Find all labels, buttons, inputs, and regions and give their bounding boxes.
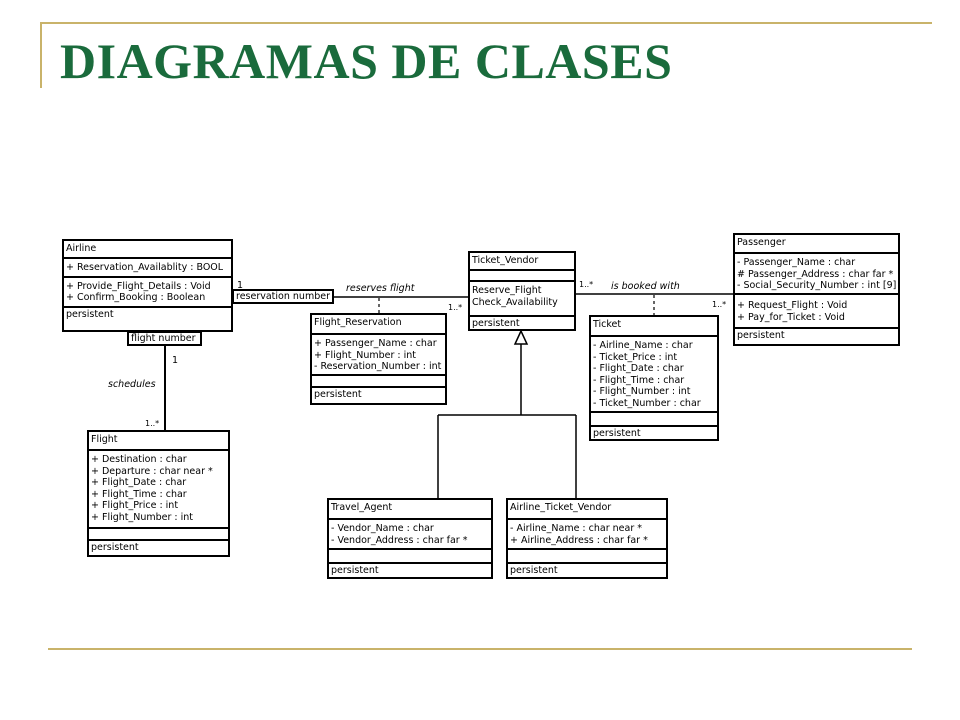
attribute: # Passenger_Address : char far * [737,268,894,280]
stereotype: persistent [472,318,520,329]
operation: Check_Availability [472,296,558,308]
operation: + Request_Flight : Void [737,300,848,311]
operations-compartment [508,550,666,564]
operation: + Confirm_Booking : Boolean [66,292,206,303]
attribute: - Vendor_Name : char [331,523,434,534]
attributes-compartment: - Vendor_Name : char - Vendor_Address : … [329,520,491,550]
attribute: - Passenger_Name : char [737,257,856,268]
class-name: Ticket_Vendor [470,253,574,271]
class-name: Flight [89,432,228,451]
top-rule [40,22,932,24]
operations-compartment [89,529,228,541]
multiplicity-airline-reserves: 1 [237,280,244,291]
association-label-schedules: schedules [108,379,156,390]
attributes-compartment: - Passenger_Name : char # Passenger_Addr… [735,254,898,295]
attributes-compartment: + Reservation_Availablity : BOOL [64,259,231,278]
attribute: + Flight_Number : int [314,349,417,361]
attribute: + Destination : char [91,454,187,465]
attribute: - Ticket_Price : int [593,351,678,363]
attributes-compartment [470,271,574,282]
multiplicity-vendor-booked: 1..* [579,280,594,289]
class-name: Airline_Ticket_Vendor [508,500,666,520]
class-flight[interactable]: Flight + Destination : char + Departure … [87,430,230,557]
class-passenger[interactable]: Passenger - Passenger_Name : char # Pass… [733,233,900,346]
operations-compartment: + Provide_Flight_Details : Void + Confir… [64,278,231,308]
stereotype: persistent [66,308,114,320]
attribute: + Passenger_Name : char [314,338,437,349]
multiplicity-airline-schedules: 1 [172,355,179,366]
multiplicity-flight-schedules: 1..* [145,419,160,428]
attribute: + Flight_Time : char [91,488,187,500]
attributes-compartment: + Destination : char + Departure : char … [89,451,228,529]
operation: + Pay_for_Ticket : Void [737,311,845,323]
class-airline[interactable]: Airline + Reservation_Availablity : BOOL… [62,239,233,332]
association-label-is-booked-with: is booked with [611,281,680,292]
qualifier-reservation-number: reservation number [232,289,334,304]
attribute: + Flight_Number : int [91,511,194,523]
attribute: - Flight_Date : char [593,363,684,374]
stereotype: persistent [510,565,558,576]
attributes-compartment: - Airline_Name : char near * + Airline_A… [508,520,666,550]
attribute: - Ticket_Number : char [593,397,701,409]
class-name: Flight_Reservation [312,315,445,335]
attribute: - Flight_Time : char [593,374,685,386]
class-flight-reservation[interactable]: Flight_Reservation + Passenger_Name : ch… [310,313,447,405]
attribute: + Flight_Date : char [91,477,187,488]
stereotype: persistent [331,565,379,576]
operations-compartment: Reserve_Flight Check_Availability [470,282,574,317]
multiplicity-vendor-reserves: 1..* [448,303,463,312]
class-ticket-vendor[interactable]: Ticket_Vendor Reserve_Flight Check_Avail… [468,251,576,331]
stereotype: persistent [314,389,362,400]
class-airline-ticket-vendor[interactable]: Airline_Ticket_Vendor - Airline_Name : c… [506,498,668,579]
attribute: + Departure : char near * [91,465,213,477]
attribute: - Airline_Name : char [593,340,693,351]
stereotype: persistent [737,330,785,341]
operations-compartment: + Request_Flight : Void + Pay_for_Ticket… [735,295,898,329]
stereotype: persistent [593,428,641,439]
attribute: + Reservation_Availablity : BOOL [66,261,224,273]
attribute: - Reservation_Number : int [314,361,442,372]
operations-compartment [329,550,491,564]
slide-title: DIAGRAMAS DE CLASES [60,33,673,89]
class-name: Ticket [591,317,717,337]
attribute: + Flight_Price : int [91,500,179,511]
operation: Reserve_Flight [472,285,542,296]
class-name: Passenger [735,235,898,254]
attribute: - Social_Security_Number : int [9] [737,280,897,291]
class-name: Travel_Agent [329,500,491,520]
operations-compartment [312,376,445,388]
class-name: Airline [64,241,231,259]
attribute: - Flight_Number : int [593,386,691,397]
left-rule [40,22,42,88]
attribute: - Vendor_Address : char far * [331,534,468,546]
attributes-compartment: - Airline_Name : char - Ticket_Price : i… [591,337,717,413]
association-label-reserves-flight: reserves flight [346,283,415,294]
multiplicity-passenger-booked: 1..* [712,300,727,309]
attribute: + Airline_Address : char far * [510,534,648,546]
qualifier-flight-number: flight number [127,331,202,346]
attribute: - Airline_Name : char near * [510,523,643,534]
operation: + Provide_Flight_Details : Void [66,280,211,292]
operations-compartment [591,413,717,427]
class-ticket[interactable]: Ticket - Airline_Name : char - Ticket_Pr… [589,315,719,441]
attributes-compartment: + Passenger_Name : char + Flight_Number … [312,335,445,376]
class-travel-agent[interactable]: Travel_Agent - Vendor_Name : char - Vend… [327,498,493,579]
stereotype: persistent [91,542,139,553]
bottom-rule [48,648,912,650]
